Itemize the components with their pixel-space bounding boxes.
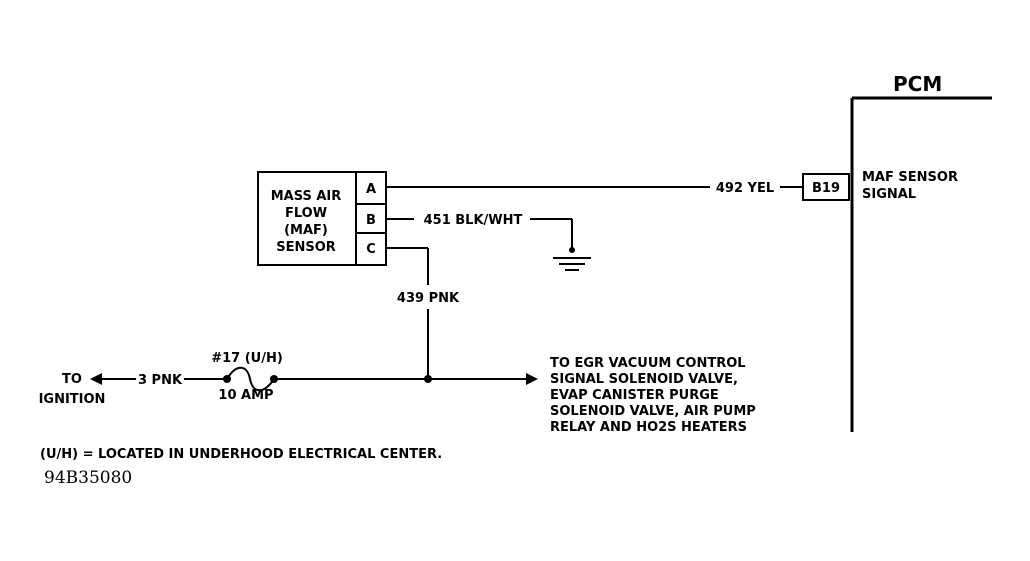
power-wire-label: 439 PNK [397, 291, 460, 306]
destination-line-3: EVAP CANISTER PURGE [550, 388, 719, 403]
fuse-name: #17 (U/H) [211, 351, 283, 366]
maf-label-4: SENSOR [276, 240, 336, 255]
destination-note: TO EGR VACUUM CONTROL SIGNAL SOLENOID VA… [550, 356, 756, 435]
footnote: (U/H) = LOCATED IN UNDERHOOD ELECTRICAL … [40, 447, 442, 462]
pcm-block: PCM MAF SENSOR SIGNAL [850, 72, 992, 432]
maf-label-1: MASS AIR [271, 189, 342, 204]
ignition-wire-label: 3 PNK [138, 373, 183, 388]
signal-wire: 492 YEL [386, 181, 803, 196]
ignition-label-1: TO [62, 372, 82, 387]
fuse-17: #17 (U/H) 10 AMP [211, 351, 283, 403]
ignition-label-2: IGNITION [39, 392, 106, 407]
ignition-feed: 3 PNK TO IGNITION [39, 372, 227, 407]
ground-wire: 451 BLK/WHT [386, 213, 591, 271]
splice-point [424, 375, 432, 383]
destination-arrow [526, 373, 538, 385]
fuse-element [226, 366, 275, 392]
maf-sensor-body [257, 171, 387, 266]
pcm-connector-b19: B19 [802, 173, 850, 201]
destination-line-4: SOLENOID VALVE, AIR PUMP [550, 404, 756, 419]
destination-line-1: TO EGR VACUUM CONTROL [550, 356, 746, 371]
main-bus [274, 373, 538, 385]
pcm-title: PCM [893, 72, 942, 96]
pcm-signal-label-1: MAF SENSOR [862, 170, 958, 185]
pcm-pin-label: B19 [812, 181, 840, 196]
maf-pin-b: B [366, 213, 376, 228]
maf-sensor: MASS AIR FLOW (MAF) SENSOR A B C [257, 171, 387, 266]
maf-pin-a: A [366, 182, 376, 197]
power-wire: 439 PNK [386, 247, 460, 378]
signal-wire-label: 492 YEL [716, 181, 774, 196]
maf-pin-c: C [366, 242, 376, 257]
destination-line-2: SIGNAL SOLENOID VALVE, [550, 372, 738, 387]
maf-label-3: (MAF) [284, 223, 328, 238]
maf-label-2: FLOW [285, 206, 327, 221]
pcm-signal-label-2: SIGNAL [862, 187, 916, 202]
ground-splice [569, 247, 575, 253]
figure-id: 94B35080 [44, 468, 132, 488]
ground-wire-label: 451 BLK/WHT [424, 213, 523, 228]
ignition-arrow [90, 373, 102, 385]
destination-line-5: RELAY AND HO2S HEATERS [550, 420, 747, 435]
fuse-rating: 10 AMP [218, 388, 273, 403]
